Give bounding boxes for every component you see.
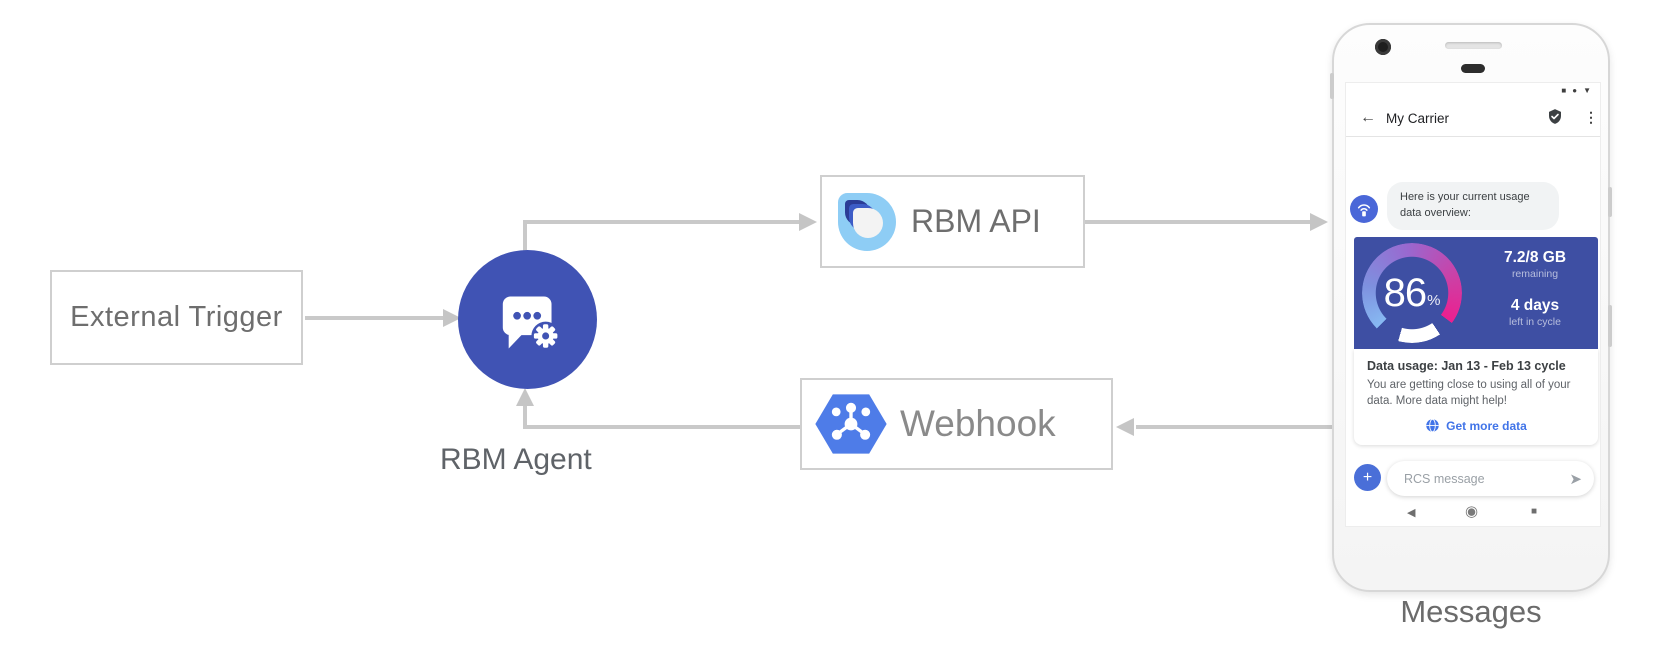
webhook-box: Webhook bbox=[800, 378, 1113, 470]
rbm-agent-label: RBM Agent bbox=[440, 443, 592, 476]
nav-overview-icon[interactable]: ■ bbox=[1531, 506, 1538, 517]
nav-back-icon[interactable]: ◀ bbox=[1407, 507, 1416, 519]
arrow-agent-to-api-vertical bbox=[523, 222, 527, 252]
front-camera-icon bbox=[1375, 39, 1391, 55]
arrowhead-right-icon bbox=[799, 213, 817, 231]
gauge-label: 86 % bbox=[1362, 243, 1462, 343]
rbm-api-logo-icon bbox=[838, 192, 896, 251]
gauge-percent-sign: % bbox=[1427, 291, 1441, 309]
usage-gauge: 86 % bbox=[1362, 243, 1462, 343]
messages-caption: Messages bbox=[1400, 594, 1542, 629]
usage-card-description: You are getting close to using all of yo… bbox=[1367, 379, 1571, 408]
earpiece bbox=[1461, 64, 1485, 73]
arrow-trigger-to-agent bbox=[305, 316, 445, 320]
header-divider bbox=[1346, 136, 1600, 137]
usage-stats: 7.2/8 GB remaining 4 days left in cycle bbox=[1479, 249, 1591, 328]
rcs-message-input[interactable] bbox=[1402, 470, 1570, 487]
status-dot-icon: ● bbox=[1572, 86, 1578, 95]
speaker-grille bbox=[1445, 42, 1502, 49]
agent-avatar bbox=[1350, 195, 1378, 223]
chat-bubble-gear-icon bbox=[502, 295, 560, 350]
gauge-ring bbox=[1362, 243, 1462, 343]
pubsub-hexagon-icon bbox=[815, 394, 887, 454]
add-attachment-button[interactable]: + bbox=[1354, 464, 1381, 491]
send-icon[interactable]: ➤ bbox=[1569, 470, 1582, 488]
message-composer: ➤ bbox=[1387, 461, 1594, 496]
gauge-percent: 86 bbox=[1383, 270, 1427, 315]
conversation-title: My Carrier bbox=[1386, 111, 1449, 126]
arrow-phone-to-webhook bbox=[1136, 425, 1332, 429]
phone-power-button[interactable] bbox=[1608, 187, 1612, 217]
usage-rich-card: 86 % 7.2/8 GB remaining 4 days left in c… bbox=[1354, 237, 1598, 446]
arrowhead-right-icon bbox=[1310, 213, 1328, 231]
rbm-agent-node bbox=[458, 250, 597, 389]
status-triangle-icon: ▼ bbox=[1583, 86, 1591, 95]
back-arrow-icon[interactable]: ← bbox=[1360, 109, 1376, 126]
verified-shield-icon bbox=[1547, 108, 1563, 130]
phone-side-button[interactable] bbox=[1330, 73, 1334, 99]
status-bar: ■ ● ▼ bbox=[1561, 86, 1591, 95]
arrowhead-right-icon bbox=[443, 309, 461, 327]
arrowhead-left-icon bbox=[1116, 418, 1134, 436]
arrowhead-up-icon bbox=[516, 388, 534, 406]
phone-mockup: ■ ● ▼ ← My Carrier ⋮ bbox=[1330, 23, 1612, 592]
plus-icon: + bbox=[1362, 468, 1373, 486]
status-square-icon: ■ bbox=[1561, 86, 1567, 95]
arrow-webhook-to-agent-vertical bbox=[523, 403, 527, 429]
rbm-api-label: RBM API bbox=[911, 203, 1041, 239]
antenna-icon bbox=[1357, 204, 1371, 217]
arrow-webhook-to-agent-horizontal bbox=[523, 425, 800, 429]
phone-volume-button[interactable] bbox=[1608, 305, 1612, 347]
get-more-data-button[interactable]: Get more data bbox=[1367, 418, 1585, 433]
globe-icon bbox=[1426, 419, 1439, 433]
arrow-agent-to-api-horizontal bbox=[523, 220, 800, 224]
get-more-data-label: Get more data bbox=[1446, 418, 1527, 433]
external-trigger-label: External Trigger bbox=[70, 301, 283, 333]
usage-card-hero: 86 % 7.2/8 GB remaining 4 days left in c… bbox=[1354, 237, 1598, 349]
days-left-caption: left in cycle bbox=[1509, 316, 1561, 328]
quota-caption: remaining bbox=[1511, 268, 1559, 280]
overflow-menu-icon[interactable]: ⋮ bbox=[1584, 109, 1598, 125]
external-trigger-box: External Trigger bbox=[50, 270, 303, 365]
agent-chat-bubble: Here is your current usage data overview… bbox=[1387, 182, 1559, 230]
nav-home-icon[interactable]: ◉ bbox=[1465, 503, 1479, 520]
quota-value: 7.2/8 GB bbox=[1503, 249, 1567, 266]
usage-card-title: Data usage: Jan 13 - Feb 13 cycle bbox=[1367, 359, 1566, 373]
rbm-api-box: RBM API bbox=[820, 175, 1085, 268]
usage-card-body: Data usage: Jan 13 - Feb 13 cycle You ar… bbox=[1354, 349, 1598, 446]
days-left-value: 4 days bbox=[1510, 297, 1560, 314]
arrow-api-to-phone bbox=[1085, 220, 1312, 224]
phone-screen: ■ ● ▼ ← My Carrier ⋮ bbox=[1345, 82, 1601, 527]
webhook-label: Webhook bbox=[900, 403, 1056, 444]
